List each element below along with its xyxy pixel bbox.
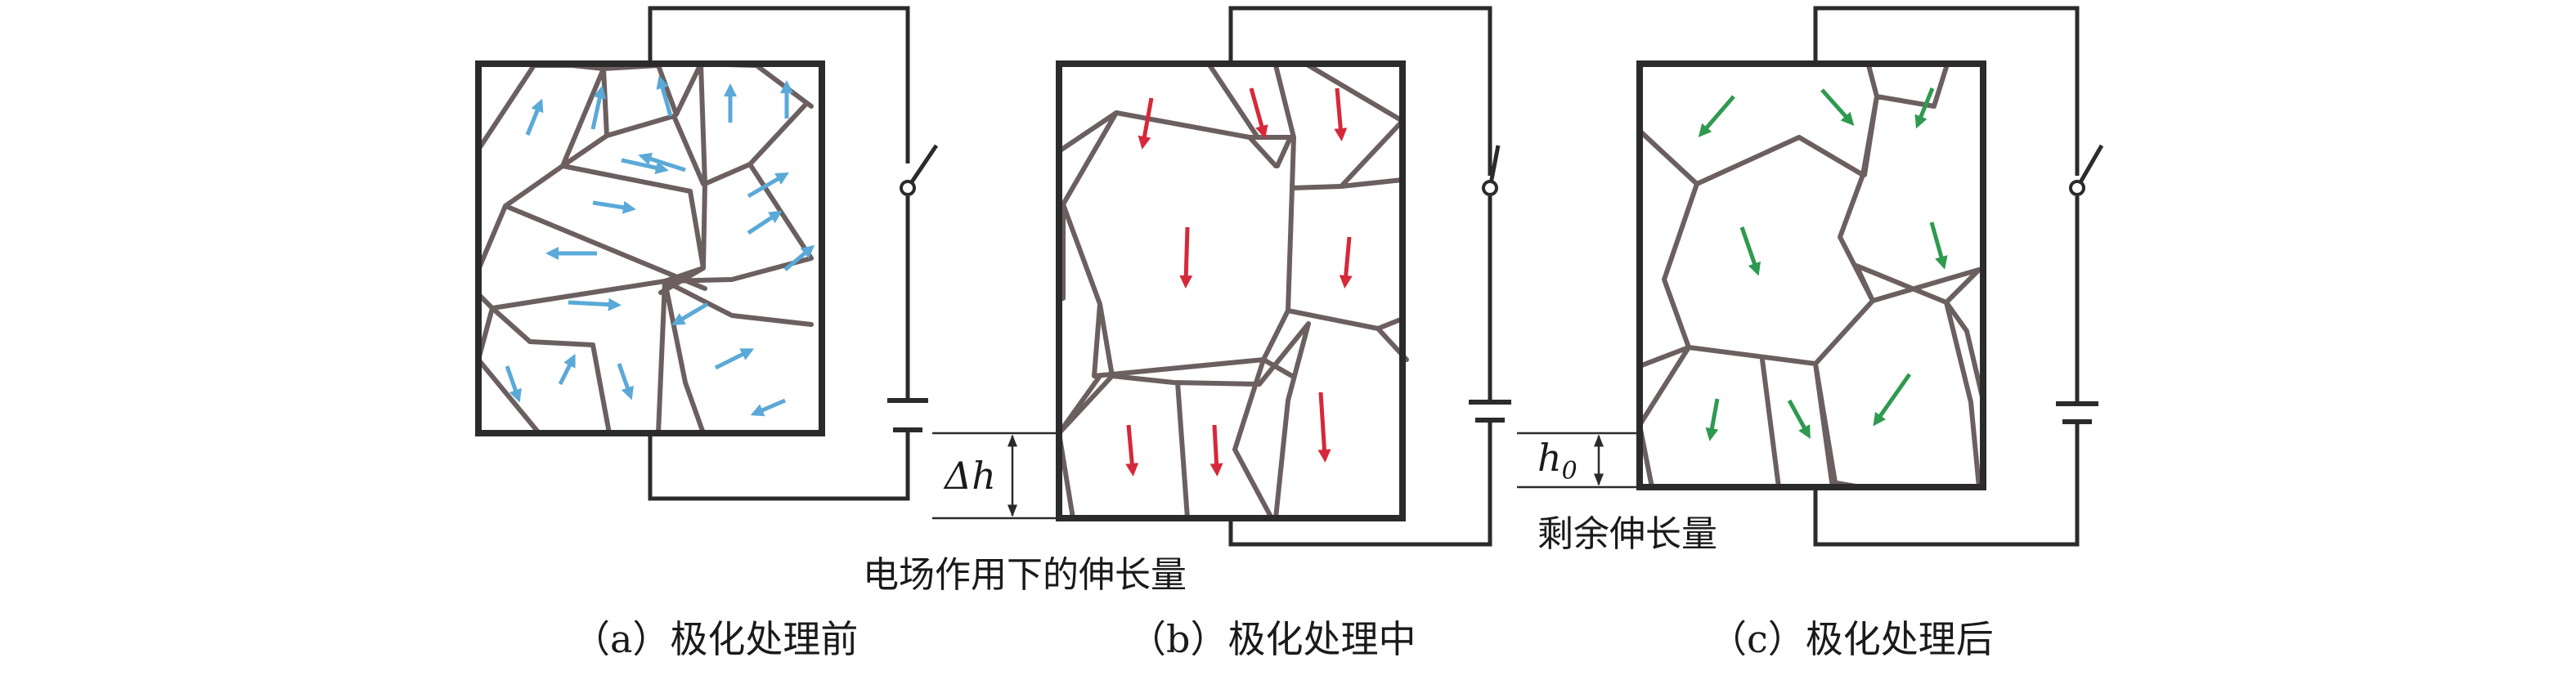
- panel-a: （a）极化处理前: [475, 6, 939, 661]
- grains-c: [1637, 63, 1986, 490]
- domain-arrow-icon: [558, 353, 576, 386]
- grains-b: [1057, 61, 1409, 521]
- h0-label: h0: [1537, 436, 1577, 485]
- domain-arrow-icon: [1317, 391, 1331, 463]
- switch-c: [2075, 144, 2104, 190]
- delta-h-label: Δh: [943, 454, 996, 498]
- domain-arrow-icon: [525, 98, 544, 136]
- domain-arrow-icon: [568, 298, 622, 311]
- caption-b: （b）极化处理中: [1129, 617, 1416, 661]
- elongation-under-field-label: 电场作用下的伸长量: [863, 554, 1187, 596]
- domain-arrow-icon: [747, 172, 789, 199]
- domain-arrow-icon: [1339, 236, 1353, 289]
- domain-arrow-icon: [1705, 398, 1720, 441]
- grains-a: [476, 61, 814, 436]
- domain-arrow-icon: [1138, 97, 1154, 150]
- domain-arrow-icon: [617, 363, 634, 400]
- sample-frame-b: [1056, 60, 1406, 521]
- domain-arrow-icon: [1873, 373, 1912, 427]
- domain-arrow-icon: [1209, 424, 1223, 476]
- domain-arrow-icon: [1914, 87, 1935, 129]
- sample-frame-a: [475, 60, 825, 436]
- domain-arrow-icon: [750, 398, 786, 417]
- caption-a: （a）极化处理前: [572, 617, 858, 661]
- domain-arrow-icon: [1929, 221, 1948, 270]
- circuit-c: [1813, 6, 2104, 547]
- h0-dimension: h0: [1517, 432, 1640, 489]
- domain-arrow-icon: [783, 244, 815, 271]
- domain-arrow-icon: [714, 348, 755, 370]
- domain-arrow-icon: [1249, 87, 1268, 139]
- domain-arrow-icon: [638, 152, 686, 172]
- caption-c: （c）极化处理后: [1709, 617, 1994, 661]
- domain-arrow-icon: [656, 75, 673, 117]
- switch-a: [905, 144, 939, 190]
- circuit-a: [648, 6, 939, 501]
- residual-elongation-label: 剩余伸长量: [1537, 513, 1717, 555]
- domain-arrow-icon: [1698, 95, 1735, 138]
- sample-frame-c: [1636, 60, 1986, 490]
- delta-h-dimension: Δh: [932, 432, 1059, 520]
- domain-arrow-icon: [590, 85, 607, 130]
- domain-arrow-icon: [1179, 226, 1193, 289]
- domain-arrow-icon: [747, 210, 783, 235]
- domain-arrow-icon: [1820, 88, 1855, 126]
- domain-arrow-icon: [671, 302, 709, 326]
- panel-c: （c）极化处理后: [1636, 6, 2104, 661]
- domain-arrow-icon: [1334, 87, 1348, 141]
- domain-arrow-icon: [1739, 226, 1761, 276]
- domain-arrow-icon: [505, 365, 522, 403]
- domain-arrow-icon: [1787, 399, 1811, 440]
- domain-arrow-icon: [592, 200, 636, 214]
- circuit-b: [1228, 6, 1511, 547]
- domain-arrow-icon: [1125, 424, 1139, 476]
